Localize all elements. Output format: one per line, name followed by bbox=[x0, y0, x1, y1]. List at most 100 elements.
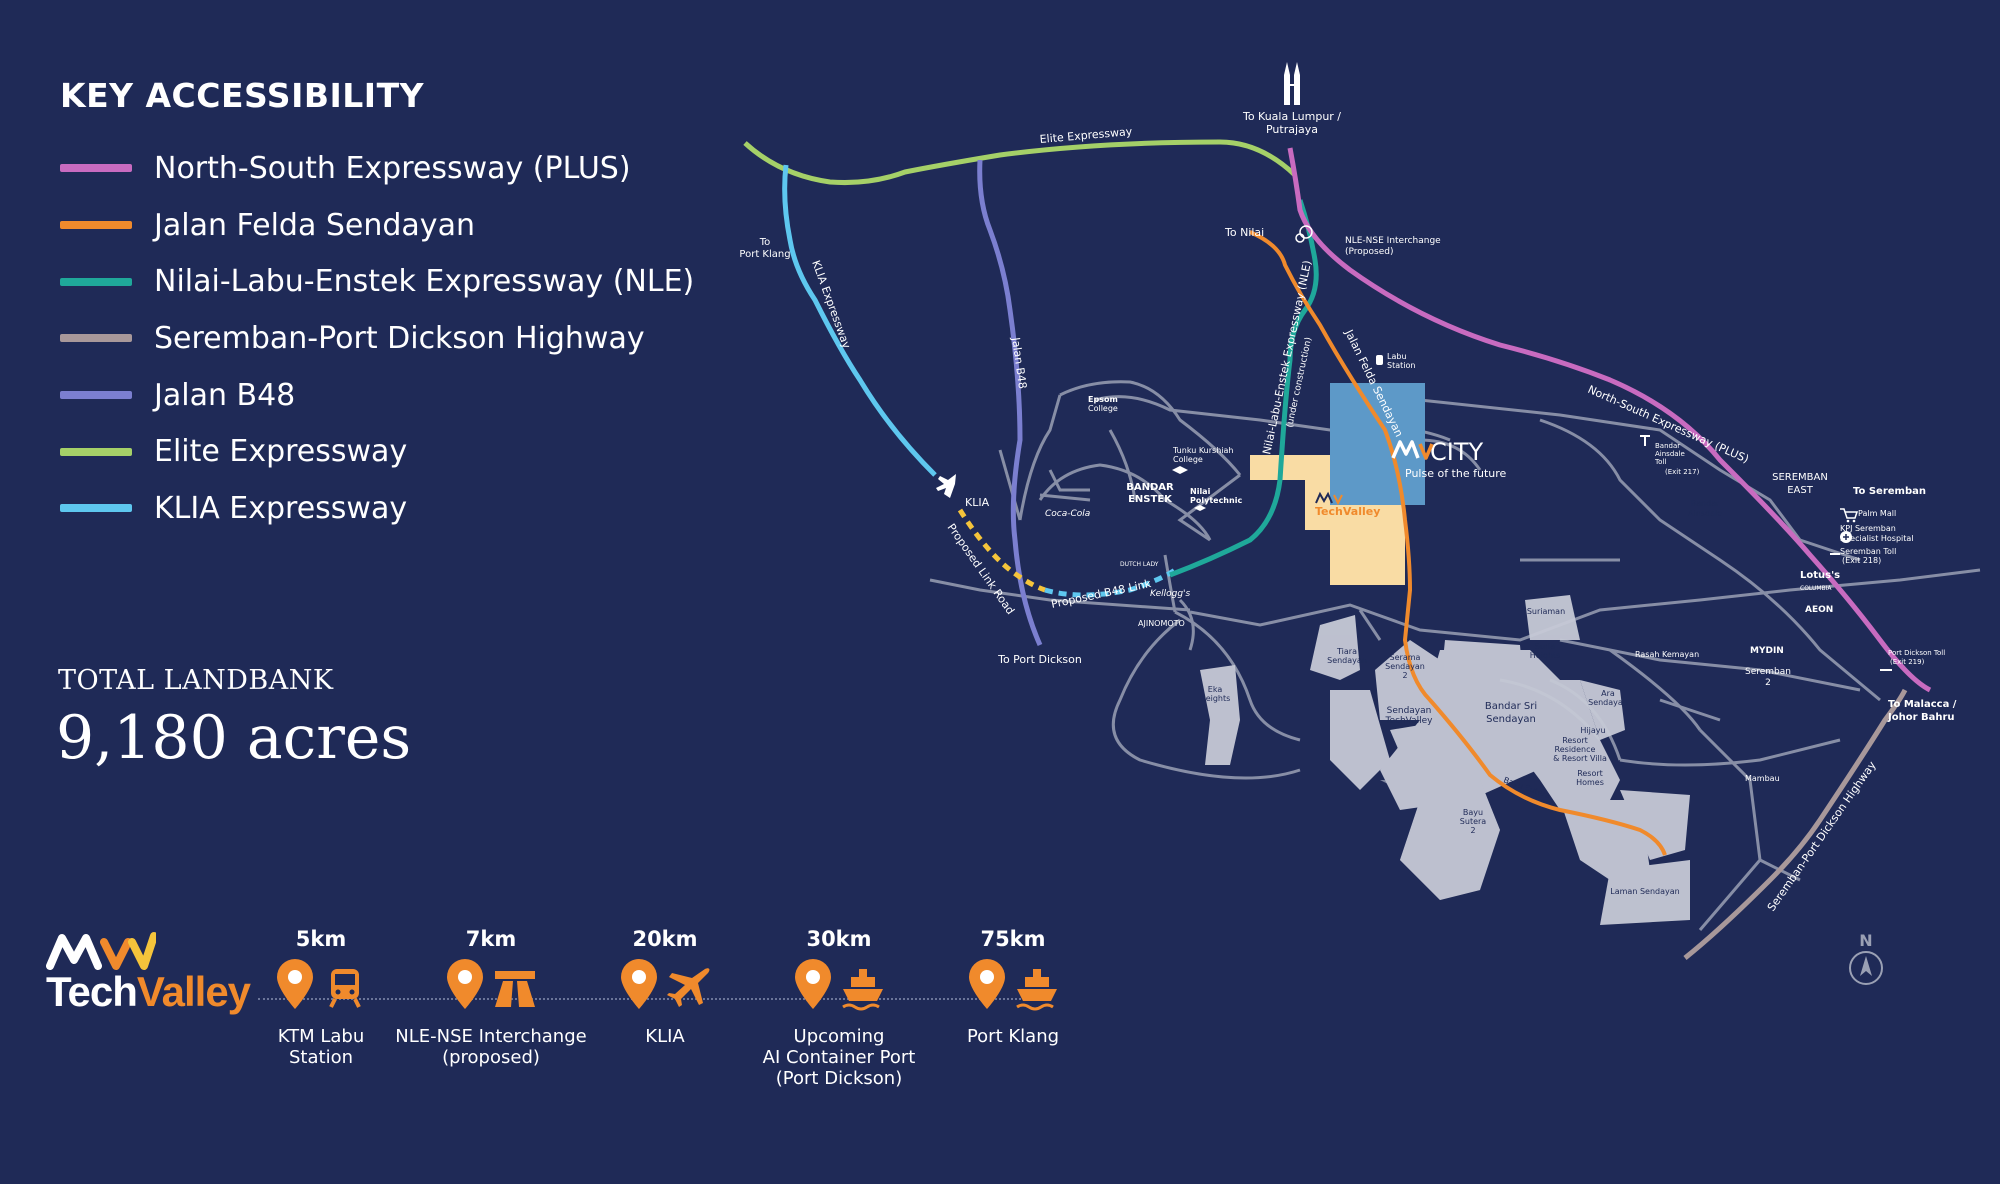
label-eka: Eka bbox=[1208, 685, 1223, 694]
label-malacca: To Malacca / bbox=[1888, 699, 1957, 710]
klia-expressway bbox=[782, 164, 937, 477]
label-seremban2b: 2 bbox=[1765, 678, 1771, 688]
timeline-label: NLE-NSE Interchange (proposed) bbox=[395, 1026, 587, 1068]
label-seremban-toll: Seremban Toll bbox=[1840, 547, 1896, 556]
legend-title: KEY ACCESSIBILITY bbox=[60, 76, 424, 115]
timeline-label: Port Klang bbox=[966, 1026, 1060, 1047]
label-bayu-sutera2: Bayu bbox=[1463, 808, 1483, 817]
north-south-expressway bbox=[1287, 147, 1932, 693]
label-hijayu4: & Resort Villa bbox=[1553, 754, 1607, 763]
label-kpj: KPJ Seremban bbox=[1840, 524, 1896, 533]
label-lotus: Lotus's bbox=[1800, 570, 1840, 581]
label-mambau: Mambau bbox=[1745, 774, 1780, 783]
label-malacca2: Johor Bahru bbox=[1887, 712, 1955, 723]
label-kelloggs: Kellogg's bbox=[1150, 589, 1191, 599]
timeline-item-port-klang: 75km Port Klang bbox=[903, 927, 1123, 1047]
label-pd-toll2: (Exit 219) bbox=[1890, 658, 1925, 666]
label-port-klang: To bbox=[759, 237, 771, 248]
label-nle-nse2: (Proposed) bbox=[1345, 247, 1393, 257]
legend-item-jalan-felda: Jalan Felda Sendayan bbox=[60, 197, 694, 254]
location-pin-icon bbox=[794, 959, 831, 1009]
legend-item-nle: Nilai-Labu-Enstek Expressway (NLE) bbox=[60, 253, 694, 310]
techvalley-area bbox=[1250, 455, 1405, 585]
legend-label: KLIA Expressway bbox=[154, 490, 408, 526]
label-pulse: Pulse of the future bbox=[1405, 467, 1507, 480]
mvv-city-logo-icon bbox=[1391, 440, 1434, 460]
label-ajinomoto: AJINOMOTO bbox=[1138, 619, 1185, 628]
legend-label: Elite Expressway bbox=[154, 434, 408, 470]
label-klia: KLIA bbox=[965, 496, 990, 509]
timeline-label: KLIA bbox=[645, 1026, 685, 1047]
techvalley-logo-text: TechValley bbox=[46, 968, 251, 1016]
elite-expressway bbox=[743, 139, 1297, 186]
label-suriaman: Suriaman bbox=[1527, 607, 1565, 616]
label-suria-heights: Suria bbox=[1535, 642, 1556, 651]
label-serama: Serama bbox=[1390, 653, 1421, 662]
legend-item-elite: Elite Expressway bbox=[60, 423, 694, 480]
label-seremban-east: SEREMBAN bbox=[1772, 472, 1828, 483]
label-mydin: MYDIN bbox=[1750, 646, 1784, 656]
label-tunku: Tunku Kurshiah bbox=[1172, 446, 1233, 455]
legend-item-spdh: Seremban-Port Dickson Highway bbox=[60, 310, 694, 367]
airplane-map-icon bbox=[936, 474, 956, 498]
label-suria-heights2: Heights bbox=[1530, 651, 1561, 660]
label-columbia: COLUMBIA bbox=[1800, 585, 1832, 592]
map-labels: To Kuala Lumpur / Putrajaya To Nilai NLE… bbox=[739, 110, 1956, 914]
legend: North-South Expressway (PLUS) Jalan Feld… bbox=[60, 140, 694, 537]
label-tiara: Tiara bbox=[1336, 647, 1357, 656]
label-rasah: Rasah Kemayan bbox=[1635, 650, 1699, 659]
label-spdh: Seremban-Port Dickson Highway bbox=[1765, 759, 1879, 914]
label-bandar-sri2: Sendayan bbox=[1486, 714, 1536, 725]
label-bandar-ainsdale: Bandar bbox=[1691, 499, 1720, 508]
label-to-seremban: To Seremban bbox=[1853, 486, 1926, 497]
label-bandar-enstek2: ENSTEK bbox=[1128, 494, 1173, 505]
label-palm-mall: Palm Mall bbox=[1858, 509, 1896, 518]
landbank-value: 9,180 acres bbox=[56, 703, 412, 773]
hospital-icon bbox=[1840, 531, 1852, 543]
label-seremban2: Seremban bbox=[1745, 667, 1791, 677]
legend-swatch bbox=[60, 447, 132, 456]
timeline-distance: 7km bbox=[465, 927, 517, 951]
legend-swatch bbox=[60, 277, 132, 286]
legend-label: Jalan Felda Sendayan bbox=[154, 207, 475, 243]
timeline-distance: 75km bbox=[980, 927, 1046, 951]
toll-icon bbox=[1640, 435, 1892, 671]
legend-label: Seremban-Port Dickson Highway bbox=[154, 320, 645, 356]
label-ba-toll4: (Exit 217) bbox=[1665, 468, 1700, 476]
interchange-icon bbox=[1295, 225, 1313, 243]
label-hijayu: Hijayu bbox=[1580, 726, 1605, 735]
label-nilai-poly2: Polytechnic bbox=[1190, 496, 1242, 505]
label-ara2: Sendayan bbox=[1588, 698, 1628, 707]
timeline-item-pd-port: 30km Upcoming AI Container Port (Port Di… bbox=[729, 927, 949, 1089]
label-cocacola: Coca-Cola bbox=[1045, 509, 1090, 519]
location-pin-icon bbox=[276, 959, 313, 1009]
label-kpj2: Specialist Hospital bbox=[1840, 534, 1914, 543]
label-seremban-east2: EAST bbox=[1787, 485, 1814, 496]
timeline-label: Upcoming AI Container Port (Port Dickson… bbox=[762, 1026, 916, 1089]
label-seremban-toll2: (Exit 218) bbox=[1842, 556, 1881, 565]
label-bayu-sutera4: 2 bbox=[1470, 826, 1475, 835]
label-ba-toll3: Toll bbox=[1654, 458, 1666, 466]
label-to-pd: To Port Dickson bbox=[997, 653, 1082, 666]
label-aeon: AEON bbox=[1805, 605, 1833, 615]
jalan-b48 bbox=[977, 159, 1043, 647]
timeline-distance: 5km bbox=[295, 927, 347, 951]
label-bandar-enstek: BANDAR bbox=[1126, 482, 1174, 493]
label-eka2: Heights bbox=[1200, 694, 1231, 703]
label-kl: To Kuala Lumpur / bbox=[1242, 110, 1341, 123]
label-labu2: Station bbox=[1387, 361, 1415, 370]
label-tiara2: Sendayan bbox=[1327, 656, 1367, 665]
logo-text-tech: Tech bbox=[46, 968, 138, 1015]
legend-item-nse: North-South Expressway (PLUS) bbox=[60, 140, 694, 197]
graduation-cap-icon bbox=[1172, 466, 1206, 511]
timeline-item-klia: 20km KLIA bbox=[555, 927, 775, 1047]
label-serama3: 2 bbox=[1402, 671, 1407, 680]
label-sendayan-tv2: TechValley bbox=[1385, 716, 1434, 726]
legend-swatch bbox=[60, 221, 132, 230]
compass-icon: N bbox=[1849, 931, 1883, 985]
ship-icon bbox=[1016, 969, 1058, 1011]
label-epsom2: College bbox=[1088, 404, 1118, 413]
label-epsom: Epsom bbox=[1088, 395, 1118, 404]
label-ba-toll2: Ainsdale bbox=[1655, 450, 1685, 458]
legend-label: Jalan B48 bbox=[154, 377, 296, 413]
